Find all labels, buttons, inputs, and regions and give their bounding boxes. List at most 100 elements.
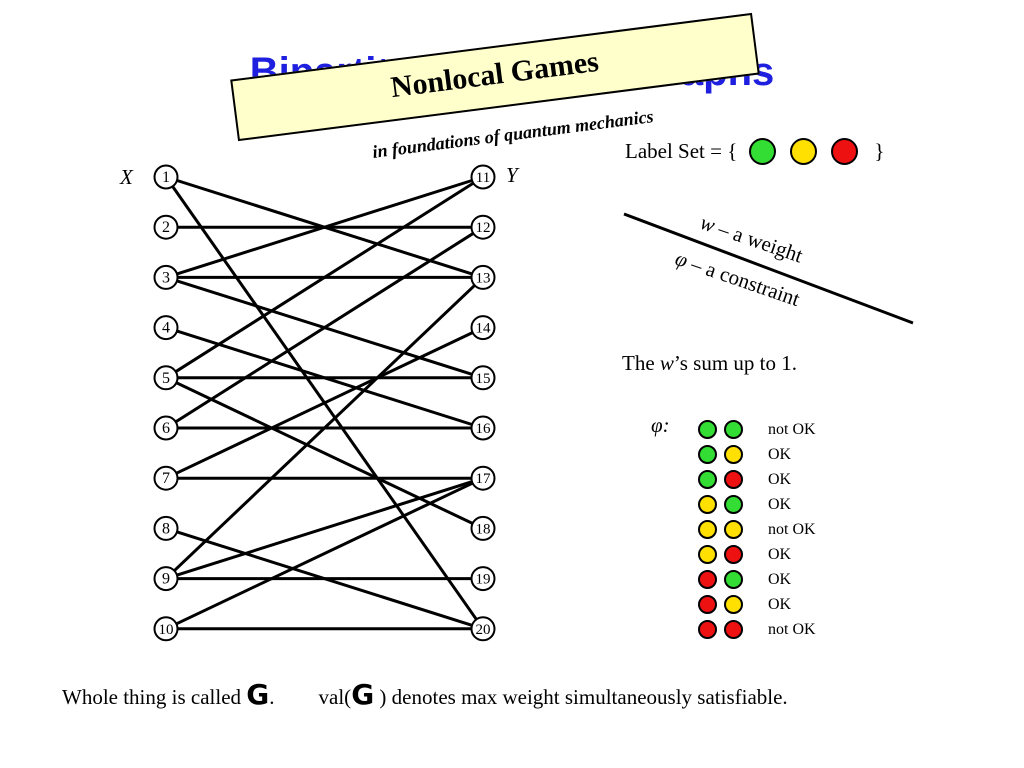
constraint-dot bbox=[698, 595, 717, 614]
graph-node-label: 19 bbox=[476, 572, 491, 588]
bottom-part1: Whole thing is called bbox=[62, 685, 247, 709]
constraint-result: OK bbox=[768, 570, 792, 588]
constraint-table: not OK OK OK OK not OK OK OK OK not OK bbox=[698, 417, 816, 642]
graph-node bbox=[470, 616, 496, 642]
graph-node-label: 16 bbox=[476, 421, 492, 437]
graph-node bbox=[470, 566, 496, 592]
constraint-result: OK bbox=[768, 545, 792, 563]
constraint-dot bbox=[724, 595, 743, 614]
bottom-part3: val( bbox=[318, 685, 352, 709]
bottom-part2: . bbox=[269, 685, 275, 709]
graph-edge bbox=[164, 276, 485, 580]
graph-node-label: 17 bbox=[476, 471, 492, 487]
graph-node bbox=[153, 515, 179, 541]
graph-node-label: 18 bbox=[476, 521, 491, 537]
legend-divider-line bbox=[623, 212, 914, 325]
constraint-dot bbox=[724, 520, 743, 539]
constraint-dot bbox=[698, 545, 717, 564]
graph-node bbox=[470, 214, 496, 240]
constraint-dot bbox=[724, 545, 743, 564]
constraint-dot bbox=[698, 495, 717, 514]
constraint-result: OK bbox=[768, 470, 792, 488]
constraint-result: OK bbox=[768, 595, 792, 613]
bottom-part4: ) denotes max weight simultaneously sati… bbox=[374, 685, 788, 709]
graph-node-label: 10 bbox=[159, 622, 174, 638]
graph-node-label: 11 bbox=[476, 170, 490, 186]
constraint-dot bbox=[698, 520, 717, 539]
graph-edge bbox=[165, 476, 484, 631]
constraint-dot bbox=[724, 445, 743, 464]
graph-node-label: 1 bbox=[162, 169, 170, 186]
constraint-result: OK bbox=[768, 445, 792, 463]
graph-node-label: 9 bbox=[162, 571, 170, 588]
graph-node bbox=[470, 164, 496, 190]
constraint-dot bbox=[724, 620, 743, 639]
graph-node bbox=[153, 415, 179, 441]
constraint-row: not OK bbox=[698, 617, 816, 642]
constraint-dot bbox=[698, 470, 717, 489]
graph-node bbox=[470, 515, 496, 541]
graph-node bbox=[153, 214, 179, 240]
graph-node bbox=[153, 566, 179, 592]
graph-node bbox=[470, 465, 496, 491]
graph-node bbox=[470, 264, 496, 290]
label-set: Label Set = { } bbox=[625, 138, 884, 165]
graph-node-label: 20 bbox=[476, 622, 491, 638]
graph-node bbox=[153, 465, 179, 491]
graph-node bbox=[153, 164, 179, 190]
constraint-dot bbox=[724, 470, 743, 489]
bottom-note: Whole thing is called G.val(G ) denotes … bbox=[62, 678, 788, 711]
constraint-row: not OK bbox=[698, 517, 816, 542]
constraint-result: not OK bbox=[768, 620, 816, 638]
sum-note-post: ’s sum up to 1. bbox=[673, 351, 798, 375]
graph-node bbox=[470, 315, 496, 341]
constraint-row: OK bbox=[698, 492, 816, 517]
graph-node-label: 4 bbox=[162, 320, 170, 337]
constraint-result: not OK bbox=[768, 520, 816, 538]
constraint-row: not OK bbox=[698, 417, 816, 442]
sum-note-pre: The bbox=[622, 351, 660, 375]
graph-node-label: 13 bbox=[476, 270, 491, 286]
constraint-row: OK bbox=[698, 567, 816, 592]
sum-note: The w’s sum up to 1. bbox=[622, 351, 797, 376]
constraint-dot bbox=[724, 420, 743, 439]
graph-node bbox=[153, 264, 179, 290]
label-red-dot bbox=[831, 138, 859, 165]
graph-edge bbox=[165, 175, 484, 380]
constraint-dot bbox=[724, 495, 743, 514]
graph-edge bbox=[165, 175, 484, 279]
graph-node-label: 3 bbox=[162, 269, 170, 286]
constraint-row: OK bbox=[698, 542, 816, 567]
graph-node-label: 12 bbox=[476, 220, 491, 236]
constraint-dot bbox=[724, 570, 743, 589]
graph-node-label: 8 bbox=[162, 520, 170, 537]
graph-node-label: 5 bbox=[162, 370, 170, 387]
label-yellow-dot bbox=[790, 138, 818, 165]
constraint-row: OK bbox=[698, 467, 816, 492]
sum-note-var: w bbox=[659, 351, 674, 375]
graph-edges bbox=[164, 175, 485, 631]
constraint-dot bbox=[698, 445, 717, 464]
constraint-dot bbox=[698, 420, 717, 439]
label-green-dot bbox=[749, 138, 777, 165]
game-symbol-2: G bbox=[351, 678, 375, 711]
graph-node bbox=[153, 315, 179, 341]
graph-node bbox=[153, 616, 179, 642]
graph-node-label: 7 bbox=[162, 470, 170, 487]
constraint-row: OK bbox=[698, 442, 816, 467]
graph-node bbox=[470, 365, 496, 391]
constraint-dot bbox=[698, 570, 717, 589]
graph-edge bbox=[165, 476, 484, 581]
label-set-prefix: Label Set = { bbox=[625, 139, 738, 163]
graph-node bbox=[153, 365, 179, 391]
right-set-label: Y bbox=[506, 163, 520, 187]
left-set-label: X bbox=[119, 165, 134, 189]
constraint-dot bbox=[698, 620, 717, 639]
graph-edge bbox=[165, 225, 484, 430]
constraint-result: OK bbox=[768, 495, 792, 513]
constraint-row: OK bbox=[698, 592, 816, 617]
graph-edge bbox=[165, 326, 484, 480]
constraint-result: not OK bbox=[768, 420, 816, 438]
graph-node-label: 2 bbox=[162, 219, 170, 236]
